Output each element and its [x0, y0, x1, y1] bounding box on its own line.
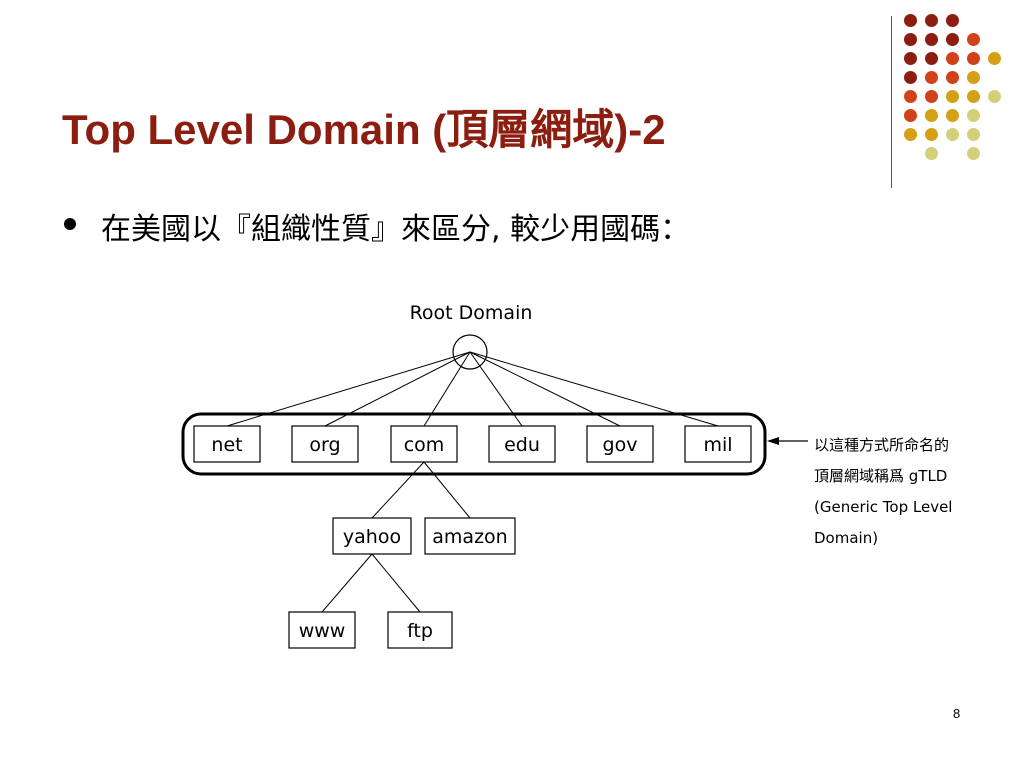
decorative-dot	[904, 90, 917, 103]
tld-node-com-box	[390, 425, 458, 463]
decorative-dot	[967, 90, 980, 103]
decorative-dot	[946, 109, 959, 122]
tld-node-net-label: net	[211, 434, 242, 456]
decorative-dot-grid	[904, 14, 1014, 164]
gtld-group-outline	[181, 412, 767, 476]
com-child-yahoo-label: yahoo	[343, 526, 401, 548]
tld-node-com-label: com	[404, 434, 445, 456]
tree-edges	[226, 351, 719, 613]
yahoo-child-www-box	[288, 611, 356, 649]
decorative-dot	[988, 90, 1001, 103]
decorative-dot	[967, 33, 980, 46]
decorative-dot	[904, 71, 917, 84]
decorative-dot	[925, 109, 938, 122]
bullet-text: 在美國以『組織性質』來區分, 較少用國碼：	[101, 212, 691, 247]
decorative-dot	[946, 128, 959, 141]
decorative-dot	[946, 90, 959, 103]
page-number: 8	[953, 706, 961, 721]
decorative-dot	[967, 52, 980, 65]
decorative-dot	[967, 128, 980, 141]
tld-node-org-label: org	[309, 434, 340, 456]
decorative-dot	[946, 14, 959, 27]
com-child-amazon-label: amazon	[432, 526, 507, 548]
decorative-dot	[946, 33, 959, 46]
decorative-dot	[988, 52, 1001, 65]
decorative-dot	[967, 71, 980, 84]
tld-node-org-box	[291, 425, 359, 463]
decorative-dot	[904, 128, 917, 141]
annotation-line-3: (Generic Top Level	[814, 498, 953, 516]
decorative-dot	[904, 109, 917, 122]
decorative-dot	[925, 147, 938, 160]
decorative-dot	[967, 109, 980, 122]
yahoo-child-www-label: www	[299, 620, 346, 642]
tld-node-gov-label: gov	[603, 434, 638, 456]
yahoo-child-ftp-label: ftp	[407, 620, 433, 642]
annotation-line-4: Domain)	[814, 529, 879, 547]
tld-node-edu-box	[488, 425, 556, 463]
com-child-yahoo-box	[332, 517, 412, 555]
annotation-arrowhead	[767, 437, 779, 445]
decorative-dot	[925, 33, 938, 46]
annotation-line-1: 以這種方式所命名的	[814, 436, 950, 454]
decorative-dot	[967, 147, 980, 160]
tree-nodes: net org com edu gov mil yahoo amazon www ftp	[193, 425, 752, 649]
tld-node-edu-label: edu	[504, 434, 540, 456]
bullet-icon	[64, 218, 76, 230]
title-divider-line	[891, 16, 892, 188]
decorative-dot	[946, 71, 959, 84]
decorative-dot	[925, 71, 938, 84]
decorative-dot	[904, 52, 917, 65]
com-child-amazon-box	[424, 517, 516, 555]
decorative-dot	[925, 52, 938, 65]
tree-edge	[371, 461, 425, 519]
yahoo-child-ftp-box	[387, 611, 453, 649]
tree-edge	[371, 553, 421, 613]
tld-node-gov-box	[586, 425, 654, 463]
tld-node-mil-label: mil	[703, 434, 732, 456]
tld-node-net-box	[193, 425, 261, 463]
decorative-dot	[925, 90, 938, 103]
root-domain-label: Root Domain	[410, 302, 533, 324]
gtld-annotation: 以這種方式所命名的 頂層網域稱爲 gTLD (Generic Top Level…	[814, 430, 952, 554]
decorative-dot	[946, 52, 959, 65]
tld-node-mil-box	[684, 425, 752, 463]
tree-edge	[321, 553, 373, 613]
decorative-dot	[904, 33, 917, 46]
annotation-line-2: 頂層網域稱爲 gTLD	[814, 467, 948, 485]
decorative-dot	[904, 14, 917, 27]
decorative-dot	[925, 128, 938, 141]
decorative-dot	[925, 14, 938, 27]
tree-edge	[423, 461, 471, 519]
slide-title: Top Level Domain (頂層網域)-2	[62, 106, 666, 153]
